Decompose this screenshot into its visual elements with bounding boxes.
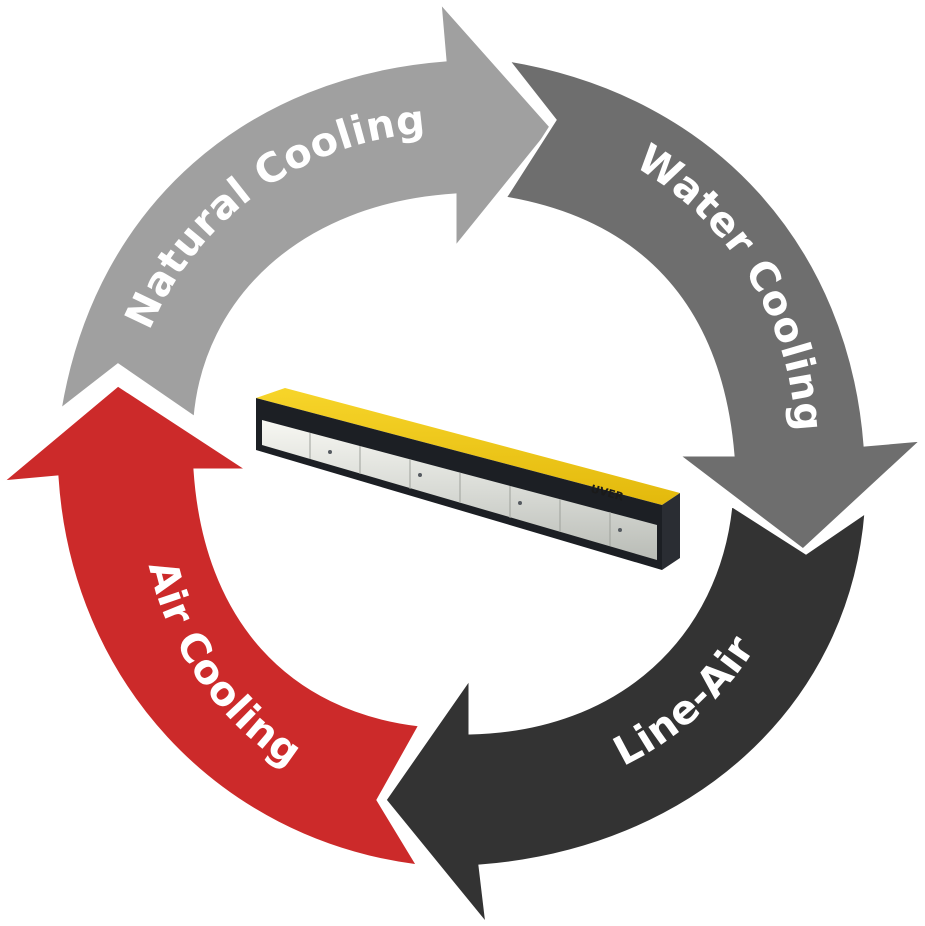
natural-cooling-arrow <box>57 0 554 421</box>
line-air-arrow <box>383 502 868 926</box>
bar-end-cap <box>662 493 680 570</box>
air-cooling-arrow <box>0 383 423 868</box>
uv-led-bar-image: UVER <box>256 388 680 570</box>
bar-top-housing <box>256 388 680 505</box>
water-cooling-arrow <box>502 57 925 552</box>
